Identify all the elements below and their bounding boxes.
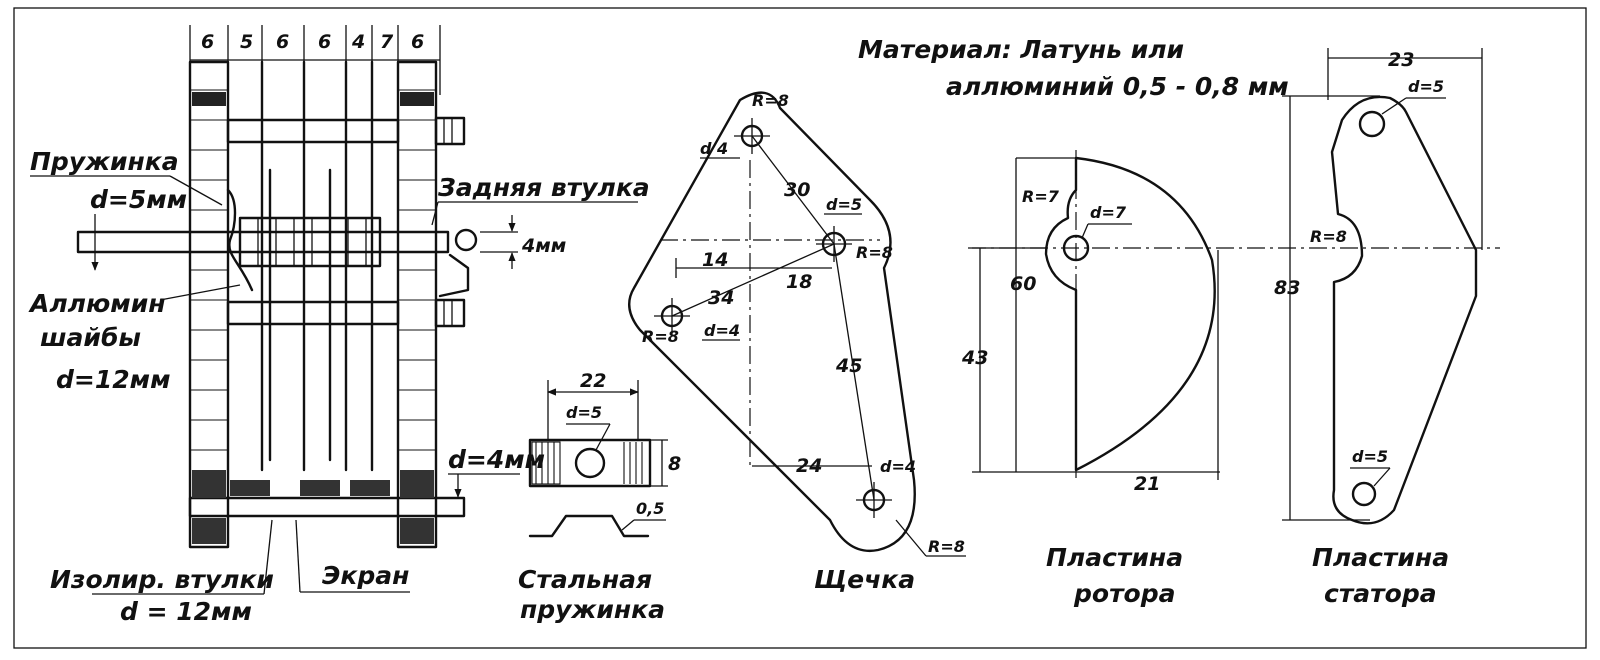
- steel-spring: 22 d=5 8 0,5 Стальная пружинка: [518, 370, 681, 624]
- material-note-line1: Материал: Латунь или: [858, 35, 1184, 64]
- top-dim-3: 6: [276, 31, 289, 53]
- steel-spring-caption-1: Стальная: [518, 565, 652, 594]
- cheek-d-mid: d=5: [826, 195, 862, 214]
- stator-caption-2: статора: [1324, 579, 1437, 608]
- cheek-r-bot: R=8: [928, 537, 965, 556]
- rear-bushing-label: Задняя втулка: [437, 173, 650, 202]
- cheek-dim-34: 34: [708, 287, 734, 309]
- material-note-line2: аллюминий 0,5 - 0,8 мм: [946, 72, 1289, 101]
- top-dim-1: 6: [201, 31, 214, 53]
- stator-dim-83: 83: [1274, 277, 1300, 299]
- top-dim-2: 5: [240, 31, 253, 53]
- stator-plate: 23 d=5 83 R=8 d=5 Пластина статора: [1274, 48, 1483, 608]
- rotor-dim-60: 60: [1010, 273, 1036, 295]
- cheek-dim-24: 24: [796, 455, 822, 477]
- cheek-dim-14: 14: [702, 249, 728, 271]
- cheek-caption: Щечка: [814, 565, 915, 594]
- washers-label-1: Аллюмин: [28, 289, 166, 318]
- stator-r: R=8: [1310, 227, 1347, 246]
- cheek-dim-18: 18: [786, 271, 812, 293]
- spring-thickness-dim: 0,5: [636, 499, 664, 518]
- cheek-r-left: R=8: [642, 327, 679, 346]
- shaft-dia-label: d=5мм: [90, 185, 187, 214]
- cheek-d-top: d 4: [700, 139, 728, 158]
- insulating-bushing-label: Изолир. втулки: [50, 565, 274, 594]
- main-shaft: [76, 188, 478, 298]
- rotor-plate: 60 43 21 R=7 d=7 Пластина ротора: [961, 150, 1500, 608]
- spring-hole-dim: d=5: [566, 403, 602, 422]
- top-dim-5: 4: [351, 31, 365, 53]
- cheek-d-bot: d=4: [880, 457, 916, 476]
- top-dim-7: 6: [411, 31, 424, 53]
- stator-caption-1: Пластина: [1312, 543, 1449, 572]
- cheek-r-top: R=8: [752, 91, 789, 110]
- gap-dim-label: 4мм: [521, 235, 566, 257]
- cheek-dim-30: 30: [784, 179, 810, 201]
- capacitor-assembly: 6 5 6 6 4 7 6: [28, 25, 650, 626]
- insulating-bushing-dia: d = 12мм: [120, 597, 252, 626]
- rotor-dim-21: 21: [1134, 473, 1160, 495]
- cheek-part: R=8 d 4 30 d=5 R=8 14 34 18 R=8 d=4 45 2…: [628, 91, 966, 594]
- spring-height-dim: 8: [668, 453, 681, 475]
- rotor-d: d=7: [1090, 203, 1127, 222]
- cheek-dim-45: 45: [835, 355, 862, 377]
- screen-label: Экран: [322, 561, 409, 590]
- stator-d-bot: d=5: [1352, 447, 1388, 466]
- washers-label-2: шайбы: [40, 323, 141, 352]
- steel-spring-caption-2: пружинка: [520, 595, 665, 624]
- rotor-outline: [1044, 156, 1216, 472]
- rotor-r: R=7: [1022, 187, 1060, 206]
- stator-d-top: d=5: [1408, 77, 1444, 96]
- drawing-frame: [13, 7, 1587, 649]
- spring-label: Пружинка: [30, 147, 179, 176]
- stator-dim-23: 23: [1388, 49, 1414, 71]
- top-dim-4: 6: [318, 31, 331, 53]
- cheek-d-left: d=4: [704, 321, 740, 340]
- rotor-dim-43: 43: [961, 347, 988, 369]
- cheek-r-mid: R=8: [856, 243, 893, 262]
- bottom-rod: [188, 470, 466, 544]
- top-dim-6: 7: [380, 31, 394, 53]
- rotor-caption-1: Пластина: [1046, 543, 1183, 572]
- washers-dia-label: d=12мм: [56, 365, 171, 394]
- cheek-outline: [628, 91, 916, 553]
- material-note: Материал: Латунь или аллюминий 0,5 - 0,8…: [858, 35, 1289, 101]
- rotor-caption-2: ротора: [1073, 579, 1176, 608]
- spring-width-dim: 22: [580, 370, 606, 392]
